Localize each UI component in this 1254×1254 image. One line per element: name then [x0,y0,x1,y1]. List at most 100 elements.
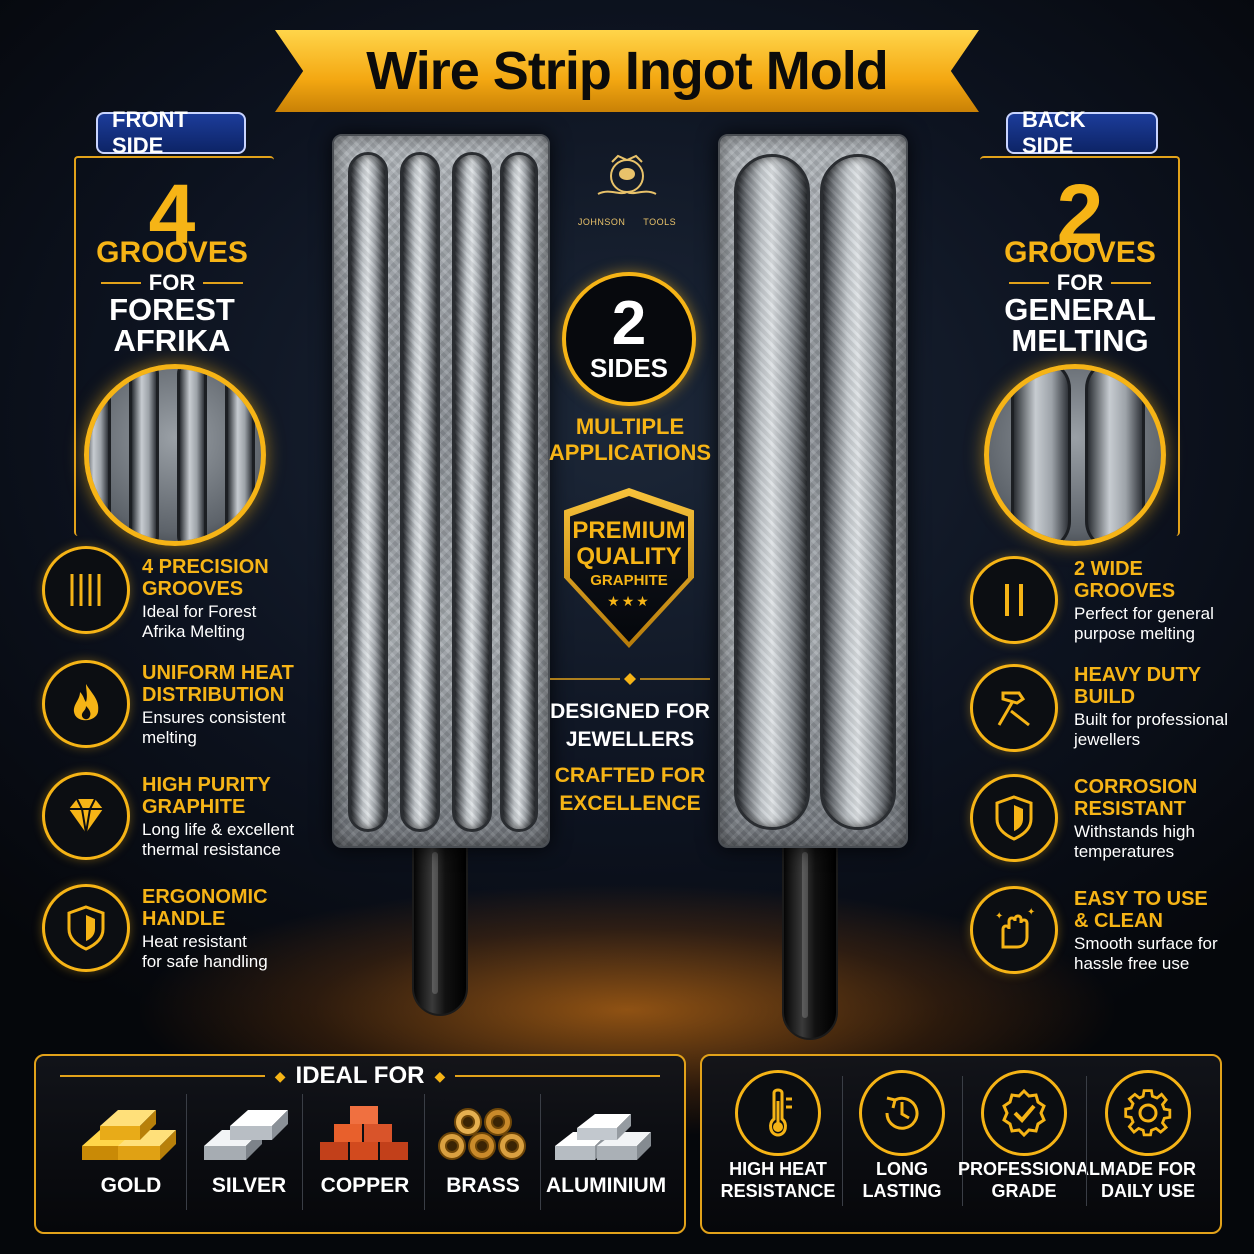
metal-copper: COPPER [306,1094,424,1214]
badge-label-line2: GRADE [991,1181,1057,1201]
designed-line2: JEWELLERS [565,728,695,751]
logo-left-text: JOHNSON [577,217,626,227]
feature-desc: Heat resistant [142,932,247,951]
front-feature-3: HIGH PURITY GRAPHITE Long life & excelle… [142,774,322,860]
zoom-groove [89,369,111,541]
mold-groove [452,152,492,832]
two-lines-icon [970,556,1058,644]
mold-groove [500,152,538,832]
mold-groove [400,152,440,832]
svg-text:✦: ✦ [995,911,1003,922]
badge-label-line2: RESISTANCE [720,1181,836,1201]
shield-line2: QUALITY [576,543,682,570]
feature-desc: Smooth surface for [1074,934,1218,953]
badge-label-line1: MADE FOR [1100,1159,1196,1179]
badge-label: LONG LASTING [836,1158,968,1202]
feature-title: HANDLE [142,908,226,930]
back-for-line: FOR [980,270,1180,296]
feature-title: HIGH PURITY [142,774,271,796]
feature-desc: Perfect for general [1074,604,1214,623]
feature-title: CORROSION [1074,776,1198,798]
premium-shield-inner: PREMIUM QUALITY GRAPHITE ★★★ [570,496,688,642]
front-mold-handle [412,840,468,1016]
ideal-for-heading: ◆ IDEAL FOR ◆ [60,1062,660,1090]
diamond-icon: ◆ [274,1067,286,1084]
back-target: GENERAL MELTING [980,294,1180,356]
diamond-icon [42,772,130,860]
mold-groove [734,154,810,830]
front-frame [74,156,274,536]
clean-hand-icon: ✦✦ [970,886,1058,974]
feature-title: HEAVY DUTY [1074,664,1202,686]
feature-desc: Built for professional [1074,710,1229,729]
badge-professional-grade: PROFESSIONAL GRADE [958,1070,1100,1220]
feature-desc: thermal resistance [142,840,281,859]
diamond-divider [550,673,710,685]
front-for-line: FOR [72,270,272,296]
feature-title: GROOVES [1074,580,1176,602]
feature-desc: Ensures consistent [142,708,286,727]
designed-line1: DESIGNED FOR [550,700,710,723]
title-ribbon: Wire Strip Ingot Mold [275,30,979,112]
back-frame [980,156,1180,536]
shield-handle-icon [42,884,130,972]
check-badge-icon [981,1070,1067,1156]
badge-label: HIGH HEAT RESISTANCE [712,1158,844,1202]
metal-label: COPPER [320,1174,410,1197]
badge-label: MADE FOR DAILY USE [1082,1158,1214,1202]
front-groove-count: 4 [148,167,196,261]
front-side-badge: FRONT SIDE [96,107,246,158]
back-for-word: FOR [1056,270,1104,295]
page-title: Wire Strip Ingot Mold [366,41,888,101]
feature-title: 2 WIDE [1074,558,1143,580]
shield-line1: PREMIUM [572,517,686,544]
feature-desc: Afrika Melting [142,622,245,641]
zoom-groove [177,369,207,541]
badge-long-lasting: LONG LASTING [842,1070,962,1220]
front-mold [332,134,550,848]
front-zoom-circle [84,364,266,546]
zoom-groove [129,369,159,541]
feature-title: & CLEAN [1074,910,1163,932]
brass-pipe-icon [438,1108,526,1160]
mold-groove [348,152,388,832]
star-icons: ★★★ [607,593,651,609]
feature-title: GRAPHITE [142,796,246,818]
zoom-groove [225,369,255,541]
badge-label-line2: LASTING [862,1181,942,1201]
separator [540,1094,541,1210]
badge-daily-use: MADE FOR DAILY USE [1088,1070,1208,1220]
back-target-line1: GENERAL [1004,292,1156,327]
thermometer-icon [735,1070,821,1156]
logo-right-text: TOOLS [643,217,677,227]
feature-title: ERGONOMIC [142,886,268,908]
front-target-line1: FOREST [109,292,235,327]
back-mold-handle [782,840,838,1040]
sides-circle: 2 SIDES [562,272,696,406]
feature-title: 4 PRECISION [142,556,269,578]
front-for-word: FOR [148,270,196,295]
feature-title: RESISTANT [1074,798,1186,820]
feature-desc: Ideal for Forest [142,602,257,621]
multiple-applications: MULTIPLE APPLICATIONS [540,414,720,466]
badge-label-line1: HIGH HEAT [729,1159,827,1179]
badge-label-line1: LONG [876,1159,928,1179]
multi-line2: APPLICATIONS [548,440,712,465]
gold-bar-icon [82,1110,176,1160]
hammer-icon [970,664,1058,752]
crafted-line2: EXCELLENCE [559,792,701,815]
four-lines-icon [42,546,130,634]
metal-brass: BRASS [424,1094,542,1214]
badge-high-heat: HIGH HEAT RESISTANCE [718,1070,838,1220]
feature-title: UNIFORM HEAT [142,662,294,684]
separator [1086,1076,1087,1206]
gear-icon [1105,1070,1191,1156]
feature-desc: Long life & excellent [142,820,295,839]
feature-desc: purpose melting [1074,624,1195,643]
shield-line3: GRAPHITE [590,572,668,589]
badge-label-line2: DAILY USE [1100,1181,1196,1201]
silver-bar-icon [204,1110,288,1160]
designed-for-jewellers: DESIGNED FOR JEWELLERS [540,698,720,754]
metal-label: BRASS [446,1174,520,1197]
back-mold [718,134,908,848]
